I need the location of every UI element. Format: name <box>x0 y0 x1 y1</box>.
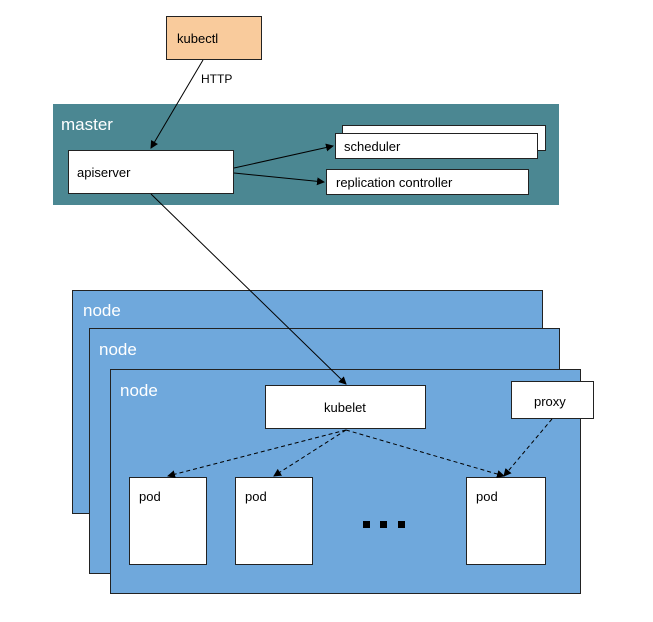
pod-label-1: pod <box>139 489 161 504</box>
proxy-label: proxy <box>534 394 566 409</box>
ellipsis-dot-2 <box>380 521 387 528</box>
proxy-box: proxy <box>511 381 594 419</box>
replication-controller-label: replication controller <box>336 175 453 190</box>
pod-box-2: pod <box>235 477 313 565</box>
arrow-kubelet-pod-2 <box>273 429 347 477</box>
node-front-label: node <box>120 381 158 400</box>
http-label: HTTP <box>201 72 233 86</box>
pod-box-1: pod <box>129 477 207 565</box>
kubelet-label: kubelet <box>324 400 366 415</box>
arrow-apiserver-replication <box>233 172 325 186</box>
scheduler-label: scheduler <box>344 139 401 154</box>
pod-box-3: pod <box>466 477 546 565</box>
arrow-apiserver-scheduler <box>233 143 334 169</box>
node-middle-label: node <box>99 340 137 359</box>
kubectl-label: kubectl <box>177 31 219 46</box>
ellipsis-dot-3 <box>398 521 405 528</box>
kubelet-box: kubelet <box>265 385 426 429</box>
node-back-label: node <box>83 301 121 320</box>
apiserver-box: apiserver <box>68 150 234 194</box>
arrow-apiserver-kubelet <box>150 193 347 385</box>
arrow-kubectl-apiserver <box>150 59 204 149</box>
arrow-kubelet-pod-1 <box>167 429 347 479</box>
arrow-kubelet-pod-3 <box>345 429 505 478</box>
scheduler-box: scheduler <box>335 133 538 159</box>
apiserver-label: apiserver <box>77 165 131 180</box>
master-label: master <box>61 115 113 134</box>
pod-label-2: pod <box>245 489 267 504</box>
arrow-proxy-pod-3 <box>503 418 553 477</box>
replication-controller-box: replication controller <box>326 169 529 195</box>
pod-label-3: pod <box>476 489 498 504</box>
kubectl-box: kubectl <box>166 16 262 60</box>
ellipsis-dot-1 <box>363 521 370 528</box>
